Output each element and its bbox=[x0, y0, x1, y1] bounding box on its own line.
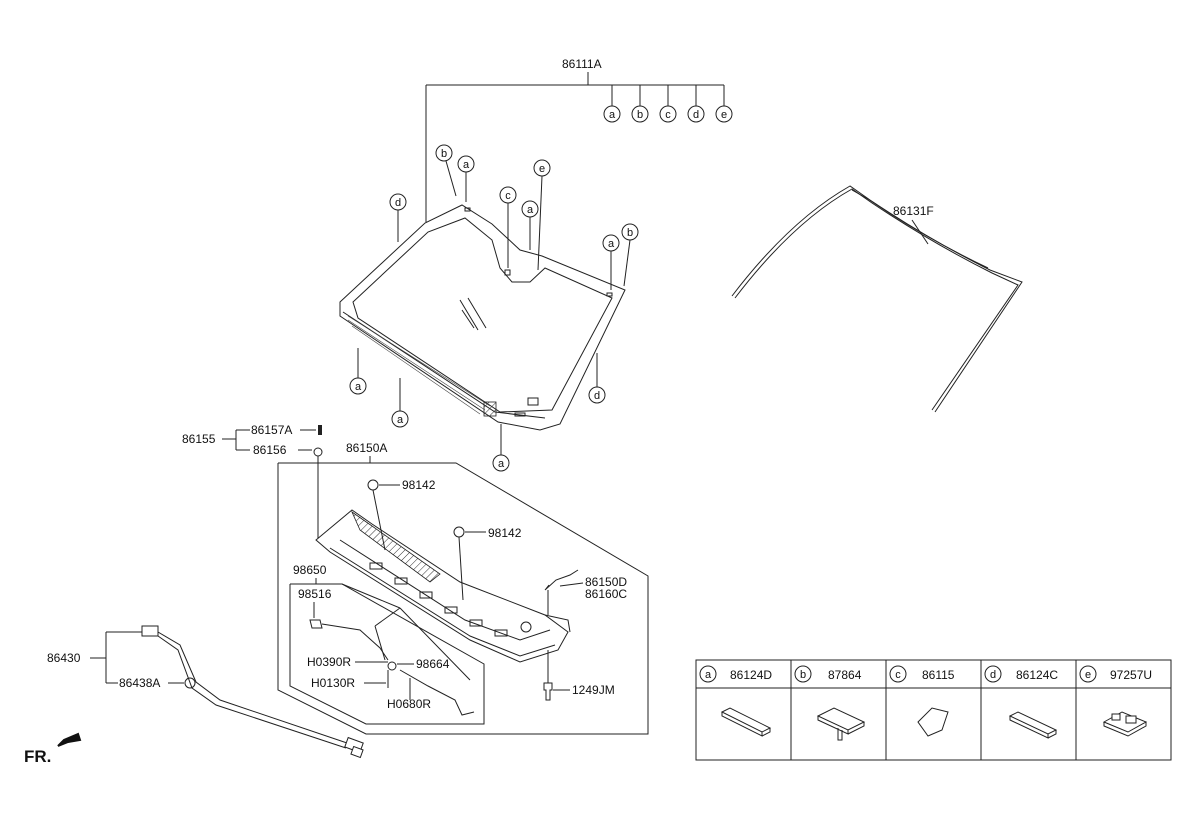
svg-text:d: d bbox=[594, 390, 600, 402]
svg-text:b: b bbox=[627, 227, 633, 239]
svg-text:a: a bbox=[498, 458, 505, 470]
pad-icon bbox=[917, 707, 949, 737]
legend-cell-a[interactable]: a 86124D bbox=[699, 665, 772, 737]
svg-text:b: b bbox=[441, 148, 447, 160]
sub-letter-c: c bbox=[665, 109, 671, 121]
svg-text:a: a bbox=[355, 381, 362, 393]
svg-text:a: a bbox=[527, 204, 534, 216]
windshield-part-number: 86111A bbox=[562, 57, 602, 71]
svg-text:e: e bbox=[539, 163, 545, 175]
svg-text:a: a bbox=[463, 159, 470, 171]
front-marker-label: FR. bbox=[24, 747, 51, 766]
clip-b-number: 98142 bbox=[488, 526, 522, 540]
washer-hose-r[interactable] bbox=[321, 623, 389, 661]
legend-part-number: 86115 bbox=[922, 668, 955, 682]
hose-r-number: H0390R bbox=[307, 655, 351, 669]
cowl-top-panel[interactable] bbox=[315, 509, 571, 663]
retainer-bottom-number: 86156 bbox=[253, 443, 287, 457]
washer-hose-680[interactable] bbox=[399, 669, 475, 716]
harness-cable[interactable] bbox=[141, 625, 364, 759]
legend-part-number: 86124C bbox=[1016, 668, 1058, 682]
clip-a-number: 98142 bbox=[402, 478, 436, 492]
clip-98142-top-icon[interactable] bbox=[367, 479, 379, 491]
seal-d-number: 86150D bbox=[585, 575, 627, 589]
legend-cell-e[interactable]: e 97257U bbox=[1079, 665, 1152, 737]
legend-letter: b bbox=[800, 669, 806, 681]
molding-part-number: 86131F bbox=[893, 204, 934, 218]
sub-letter-a: a bbox=[609, 109, 616, 121]
nozzle-number: 98516 bbox=[298, 587, 332, 601]
windshield-location-callouts: d b a c a e a b a a bbox=[349, 144, 639, 472]
washer-joint-icon[interactable] bbox=[387, 661, 397, 671]
legend-part-number: 97257U bbox=[1110, 668, 1152, 682]
retainer-top-number: 86157A bbox=[251, 423, 292, 437]
bolt-number: 1249JM bbox=[572, 683, 615, 697]
svg-text:c: c bbox=[505, 190, 511, 202]
washer-group: 98650 98516 H0390R 98664 H0130R H0680R bbox=[289, 563, 485, 725]
windshield-assembly[interactable] bbox=[339, 204, 626, 431]
cowl-panel-number: 86150A bbox=[346, 441, 387, 455]
cowl-retainer-group: 86155 86157A 86156 bbox=[182, 423, 323, 457]
windshield-callout: 86111A a b c d e bbox=[425, 57, 733, 222]
legend-table: a 86124D b 87864 c 86115 d 86124C bbox=[695, 659, 1172, 761]
front-arrow-icon bbox=[57, 732, 82, 747]
bolt-icon[interactable] bbox=[543, 682, 553, 701]
hose-130-number: H0130R bbox=[311, 676, 355, 690]
harness-group-number: 86430 bbox=[47, 651, 81, 665]
washer-group-number: 98650 bbox=[293, 563, 327, 577]
seal-c-number: 86160C bbox=[585, 587, 627, 601]
cowl-group-number: 86155 bbox=[182, 432, 216, 446]
legend-letter: c bbox=[895, 669, 901, 681]
cowl-seal[interactable] bbox=[544, 569, 579, 591]
harness-clip-number: 86438A bbox=[119, 676, 160, 690]
clip-98142-mid-icon[interactable] bbox=[453, 526, 465, 538]
retainer-clip-icon[interactable] bbox=[313, 447, 323, 457]
hose-680-number: H0680R bbox=[387, 697, 431, 711]
legend-cell-c[interactable]: c 86115 bbox=[889, 665, 955, 737]
sub-letter-b: b bbox=[637, 109, 643, 121]
sub-letter-d: d bbox=[693, 109, 699, 121]
sub-letter-e: e bbox=[721, 109, 727, 121]
legend-cell-b[interactable]: b 87864 bbox=[794, 665, 866, 741]
svg-text:d: d bbox=[395, 197, 401, 209]
front-direction-marker: FR. bbox=[24, 732, 82, 766]
windshield-molding[interactable]: 86131F bbox=[731, 185, 1023, 413]
cowl-panel-group: 86150A 98142 98142 8 bbox=[277, 441, 649, 735]
svg-text:a: a bbox=[397, 414, 404, 426]
washer-nozzle-icon[interactable] bbox=[309, 619, 323, 629]
legend-letter: e bbox=[1085, 669, 1091, 681]
legend-cell-d[interactable]: d 86124C bbox=[984, 665, 1058, 739]
svg-text:a: a bbox=[608, 238, 615, 250]
legend-part-number: 87864 bbox=[828, 668, 862, 682]
legend-part-number: 86124D bbox=[730, 668, 772, 682]
legend-letter: d bbox=[990, 669, 996, 681]
harness-group: 86430 86438A bbox=[47, 625, 364, 759]
legend-letter: a bbox=[705, 669, 712, 681]
joint-number: 98664 bbox=[416, 657, 450, 671]
